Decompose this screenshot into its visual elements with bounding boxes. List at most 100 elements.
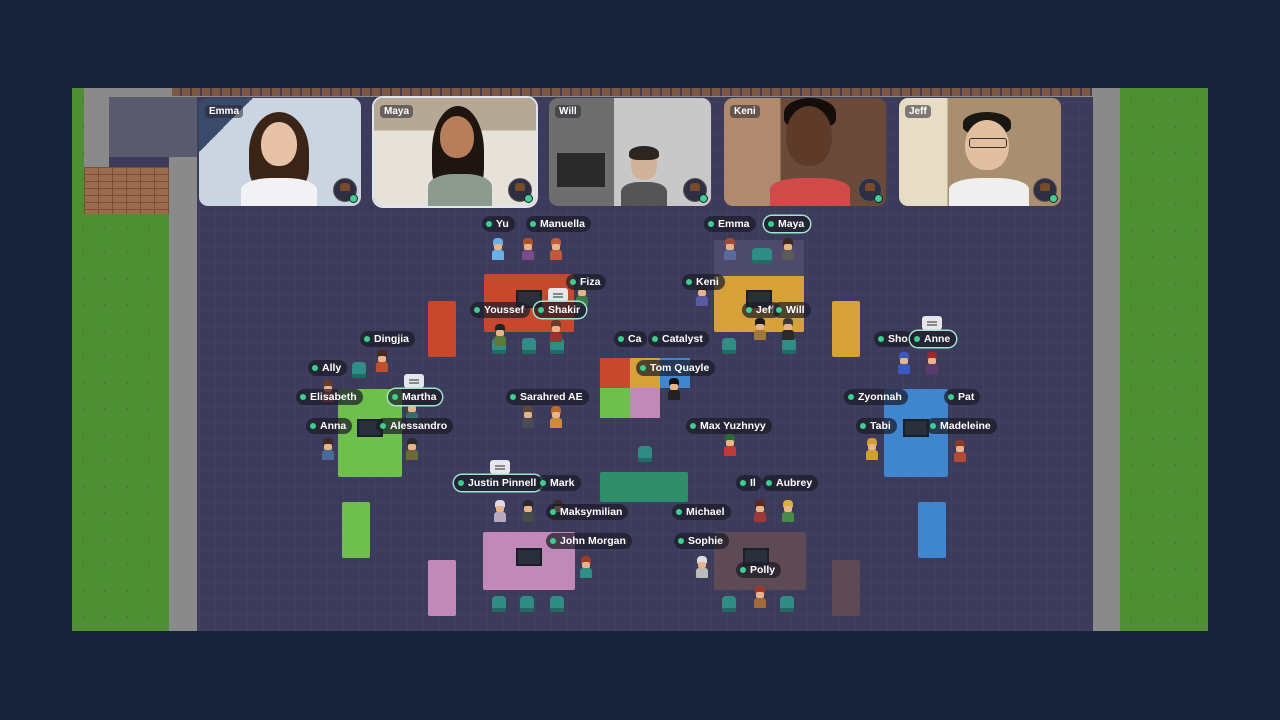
player-tag-anna[interactable]: Anna <box>306 418 353 434</box>
participant-figure <box>619 146 669 206</box>
avatar-sprite[interactable] <box>578 556 594 578</box>
side-desk-red[interactable] <box>428 301 456 357</box>
player-tag-tabi[interactable]: Tabi <box>856 418 897 434</box>
avatar-sprite[interactable] <box>548 320 564 342</box>
video-tile-jeff[interactable]: Jeff <box>899 98 1061 206</box>
avatar-sprite[interactable] <box>924 352 940 374</box>
game-map-viewport[interactable]: Emma Maya Will Keni <box>72 88 1208 631</box>
player-tag-elisabeth[interactable]: Elisabeth <box>296 389 363 405</box>
video-tile-maya[interactable]: Maya <box>374 98 536 206</box>
side-desk-mauve[interactable] <box>832 560 860 616</box>
avatar-sprite[interactable] <box>492 500 508 522</box>
avatar-sprite[interactable] <box>780 238 796 260</box>
participant-avatar-icon <box>683 178 708 203</box>
player-tag-maksymilian[interactable]: Maksymilian <box>546 504 629 520</box>
side-desk-blue[interactable] <box>918 502 946 558</box>
player-tag-emma[interactable]: Emma <box>704 216 756 232</box>
avatar-sprite[interactable] <box>694 556 710 578</box>
chat-bubble-icon <box>548 288 568 302</box>
participant-avatar-icon <box>333 178 358 203</box>
video-tile-name: Keni <box>730 105 760 118</box>
video-tile-will[interactable]: Will <box>549 98 711 206</box>
player-tag-youssef[interactable]: Youssef <box>470 302 531 318</box>
player-tag-keni[interactable]: Keni <box>682 274 725 290</box>
avatar-sprite[interactable] <box>374 350 390 372</box>
avatar-sprite[interactable] <box>666 378 682 400</box>
avatar-sprite[interactable] <box>320 438 336 460</box>
player-tag-will[interactable]: Will <box>772 302 811 318</box>
chat-bubble-icon <box>490 460 510 474</box>
avatar-sprite[interactable] <box>864 438 880 460</box>
player-tag-fiza[interactable]: Fiza <box>566 274 607 290</box>
player-tag-anne[interactable]: Anne <box>910 331 957 347</box>
player-tag-martha[interactable]: Martha <box>388 389 443 405</box>
avatar-sprite[interactable] <box>752 318 768 340</box>
chair <box>722 338 736 354</box>
player-tag-michael[interactable]: Michael <box>672 504 731 520</box>
avatar-sprite[interactable] <box>896 352 912 374</box>
chair <box>522 338 536 354</box>
chair <box>520 596 534 612</box>
player-tag-yu[interactable]: Yu <box>482 216 515 232</box>
avatar-sprite[interactable] <box>492 324 508 346</box>
player-tag-sho[interactable]: Sho <box>874 331 914 347</box>
chair <box>638 446 652 462</box>
glasses <box>969 138 1007 148</box>
player-tag-dingjia[interactable]: Dingjia <box>360 331 416 347</box>
player-tag-max-yuzhnyy[interactable]: Max Yuzhnyy <box>686 418 772 434</box>
player-tag-alessandro[interactable]: Alessandro <box>376 418 454 434</box>
side-desk-green[interactable] <box>342 502 370 558</box>
avatar-sprite[interactable] <box>520 500 536 522</box>
player-tag-polly[interactable]: Polly <box>736 562 782 578</box>
player-tag-aubrey[interactable]: Aubrey <box>762 475 819 491</box>
avatar-sprite[interactable] <box>952 440 968 462</box>
player-tag-sophie[interactable]: Sophie <box>674 533 730 549</box>
player-tag-sarah-red-ae[interactable]: Sarahred AE <box>506 389 589 405</box>
participant-figure <box>239 112 319 206</box>
player-tag-tom-quayle[interactable]: Tom Quayle <box>636 360 716 376</box>
player-tag-pat[interactable]: Pat <box>944 389 981 405</box>
desk-teal-center[interactable] <box>600 472 688 502</box>
video-tile-name: Maya <box>380 105 414 118</box>
desk-mauve-bottom[interactable] <box>714 532 806 590</box>
side-desk-yellow[interactable] <box>832 301 860 357</box>
side-desk-pink[interactable] <box>428 560 456 616</box>
participant-avatar-icon <box>858 178 883 203</box>
avatar-sprite[interactable] <box>490 238 506 260</box>
avatar-sprite[interactable] <box>722 238 738 260</box>
avatar-sprite[interactable] <box>752 500 768 522</box>
chair <box>550 338 564 354</box>
player-tag-ally[interactable]: Ally <box>308 360 348 376</box>
avatar-sprite[interactable] <box>520 406 536 428</box>
video-tile-keni[interactable]: Keni <box>724 98 886 206</box>
player-tag-catalyst[interactable]: Catalyst <box>648 331 709 347</box>
wall-top-block <box>109 97 197 157</box>
player-tag-ca[interactable]: Ca <box>614 331 648 347</box>
avatar-sprite[interactable] <box>722 434 738 456</box>
video-tile-emma[interactable]: Emma <box>199 98 361 206</box>
player-tag-il[interactable]: Il <box>736 475 762 491</box>
monitor-in-video <box>557 153 605 187</box>
video-tile-name: Jeff <box>905 105 931 118</box>
player-tag-manuella[interactable]: Manuella <box>526 216 591 232</box>
player-tag-madeleine[interactable]: Madeleine <box>926 418 997 434</box>
avatar-sprite[interactable] <box>548 406 564 428</box>
avatar-sprite[interactable] <box>520 238 536 260</box>
player-tag-mark[interactable]: Mark <box>536 475 581 491</box>
player-tag-justin-pinnell[interactable]: Justin Pinnell <box>454 475 543 491</box>
chat-bubble-icon <box>404 374 424 388</box>
avatar-sprite[interactable] <box>548 238 564 260</box>
player-tag-maya[interactable]: Maya <box>764 216 811 232</box>
center-rug-green <box>600 388 630 418</box>
avatar-sprite[interactable] <box>780 500 796 522</box>
player-tag-zyonnah[interactable]: Zyonnah <box>844 389 908 405</box>
chair <box>722 596 736 612</box>
participant-avatar-icon <box>508 178 533 203</box>
avatar-sprite[interactable] <box>780 318 796 340</box>
player-tag-shakir[interactable]: Shakir <box>534 302 587 318</box>
player-tag-jeff[interactable]: Jeff <box>742 302 781 318</box>
participant-figure <box>949 112 1029 206</box>
player-tag-john-morgan[interactable]: John Morgan <box>546 533 632 549</box>
avatar-sprite[interactable] <box>404 438 420 460</box>
avatar-sprite[interactable] <box>752 586 768 608</box>
